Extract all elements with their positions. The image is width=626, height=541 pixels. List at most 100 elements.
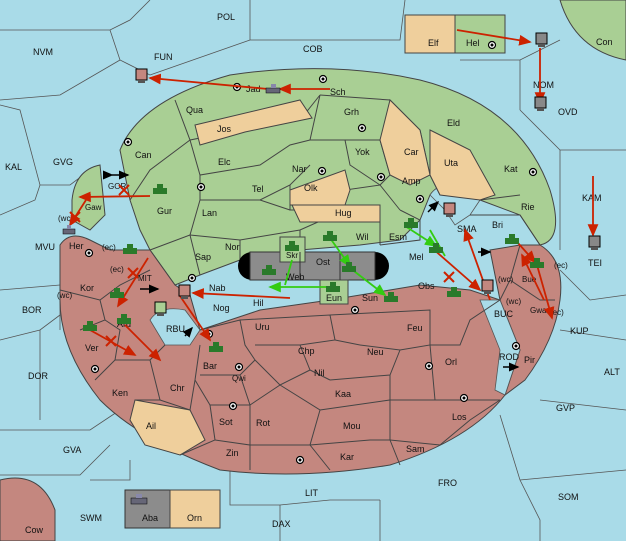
label-TEI: TEI [588, 258, 602, 268]
supply-center-icon [318, 74, 328, 84]
label-Rot: Rot [256, 418, 271, 428]
label-OVD: OVD [558, 107, 578, 117]
tank-icon[interactable] [447, 287, 461, 297]
label-Jos: Jos [217, 124, 232, 134]
double-arrow-icon [182, 326, 193, 338]
label-COB: COB [303, 44, 323, 54]
label-Eun: Eun [326, 293, 342, 303]
label-Pir: Pir [524, 355, 535, 365]
supply-center-icon [228, 401, 238, 411]
supply-center-icon [528, 167, 538, 177]
label-ALT: ALT [604, 367, 620, 377]
label-Nog: Nog [213, 303, 230, 313]
tank-icon[interactable] [110, 288, 124, 298]
region-Jos[interactable] [194, 99, 313, 146]
army-box-icon[interactable] [535, 32, 548, 47]
region-Elf[interactable] [404, 14, 456, 54]
region-Hug[interactable] [291, 204, 381, 223]
label-FRO: FRO [438, 478, 457, 488]
label-Chp: Chp [298, 346, 315, 356]
label-Ver: Ver [85, 343, 99, 353]
label-MIT: MIT [138, 274, 152, 283]
tank-icon[interactable] [429, 243, 443, 253]
tank-icon[interactable] [384, 292, 398, 302]
label-GVP: GVP [556, 403, 575, 413]
label-Feu: Feu [407, 323, 423, 333]
label-Kar: Kar [340, 452, 354, 462]
supply-center-icon [376, 172, 386, 182]
label-Gaw: Gaw [85, 203, 102, 212]
tank-icon[interactable] [123, 244, 137, 254]
label-Obs: Obs [418, 281, 435, 291]
label-Yok: Yok [355, 147, 370, 157]
tank-icon[interactable] [505, 234, 519, 244]
label-Elc: Elc [218, 157, 231, 167]
label-ROD: ROD [499, 352, 520, 362]
tank-icon[interactable] [404, 218, 418, 228]
tank-icon[interactable] [117, 314, 131, 324]
army-box-icon[interactable] [588, 235, 601, 250]
label-Olk: Olk [304, 183, 318, 193]
army-box-icon[interactable] [178, 284, 191, 299]
x-mark-icon [443, 271, 455, 283]
label-POL: POL [217, 12, 235, 22]
label-Grh: Grh [344, 107, 359, 117]
label-Her: Her [69, 241, 84, 251]
units [62, 32, 601, 505]
label-GVA: GVA [63, 445, 81, 455]
army-box-icon[interactable] [481, 279, 494, 294]
label-Sap: Sap [195, 252, 211, 262]
supply-center-icon [196, 182, 206, 192]
army-box-icon[interactable] [534, 96, 547, 111]
tank-icon[interactable] [153, 184, 167, 194]
label-Nab: Nab [209, 283, 226, 293]
region-Aba[interactable] [124, 489, 171, 529]
region-Cow[interactable] [0, 477, 56, 541]
tank-icon[interactable] [209, 342, 223, 352]
region-Car[interactable] [379, 99, 431, 186]
label-Neu: Neu [367, 347, 384, 357]
label-DOR: DOR [28, 371, 49, 381]
label-Eld: Eld [447, 118, 460, 128]
x-mark-icon [127, 267, 139, 279]
tank-icon[interactable] [83, 321, 97, 331]
label-KUP: KUP [570, 326, 589, 336]
label-Nar: Nar [292, 164, 307, 174]
label-Chr: Chr [170, 383, 185, 393]
tank-icon[interactable] [323, 231, 337, 241]
coast-label: (ec) [554, 261, 568, 270]
tank-icon[interactable] [326, 282, 340, 292]
army-box-icon[interactable] [154, 301, 167, 316]
failed-orders [69, 184, 455, 347]
label-Zin: Zin [226, 448, 239, 458]
tank-icon[interactable] [530, 258, 544, 268]
tank-icon[interactable] [262, 265, 276, 275]
label-DAX: DAX [272, 519, 291, 529]
label-Hil: Hil [253, 298, 264, 308]
region-Orn[interactable] [169, 489, 221, 529]
label-Kaa: Kaa [335, 389, 351, 399]
army-box-icon[interactable] [443, 202, 456, 217]
tank-icon[interactable] [285, 241, 299, 251]
label-Kor: Kor [80, 283, 94, 293]
coast-label: (wc) [57, 291, 72, 300]
army-box-icon[interactable] [135, 68, 148, 83]
ship-icon[interactable] [130, 494, 148, 505]
ship-icon[interactable] [265, 84, 281, 94]
label-Qua: Qua [186, 105, 203, 115]
supply-centers [84, 40, 538, 465]
supply-center-icon [415, 194, 425, 204]
x-mark-icon [69, 211, 81, 223]
ship-icon[interactable] [62, 225, 76, 235]
supply-center-icon [357, 123, 367, 133]
label-Sam: Sam [406, 444, 425, 454]
label-Rie: Rie [521, 202, 535, 212]
label-Aba: Aba [142, 513, 158, 523]
label-NVM: NVM [33, 47, 53, 57]
label-Tel: Tel [252, 184, 264, 194]
label-Jad: Jad [246, 84, 261, 94]
region-Uta[interactable] [429, 129, 496, 201]
region-Olk[interactable] [289, 169, 351, 206]
label-Lan: Lan [202, 208, 217, 218]
tank-icon[interactable] [342, 262, 356, 272]
